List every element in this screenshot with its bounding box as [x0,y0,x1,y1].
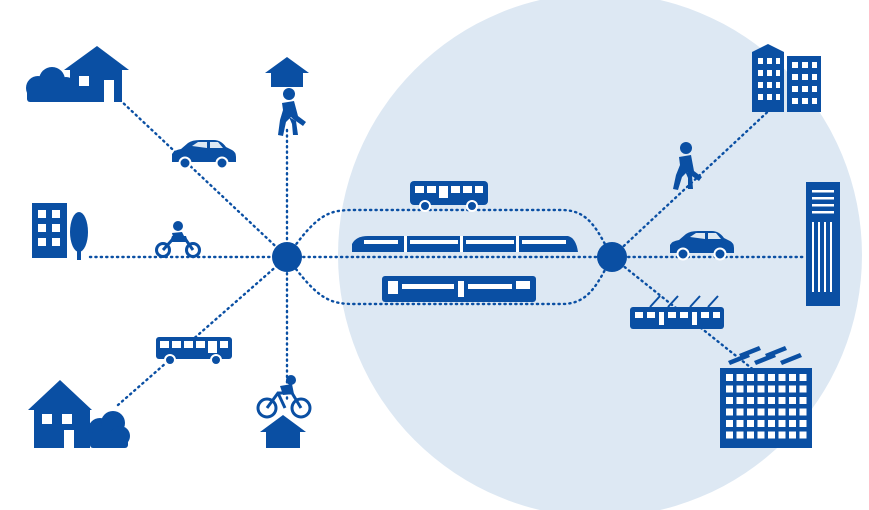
building-window [768,385,775,393]
building-window [768,431,775,439]
building-window [778,408,786,416]
trunk-tram-icon [382,276,536,302]
building-window [768,408,775,416]
building-window [757,385,765,393]
building-window [747,408,754,416]
building-window [778,420,786,427]
building-window [757,397,765,404]
link-left-topleft [118,98,289,259]
building-window [736,385,744,393]
building-window [768,420,775,427]
trunk-bus-icon [410,181,488,212]
pedestrian-right-icon [673,142,702,190]
building-window [757,431,765,439]
building-window [778,431,786,439]
regional-train-icon [352,236,578,252]
building-window [799,420,807,427]
building-window [726,431,733,439]
pedestrian-icon [278,88,306,136]
left-hub-node [272,242,302,272]
building-window [778,385,786,393]
building-window [747,397,754,404]
building-window [778,397,786,404]
building-window [799,431,807,439]
house-with-bush-bottom-icon [28,380,130,448]
building-window [736,420,744,427]
link-right-topright [610,103,777,259]
building-window [789,385,796,393]
office-building-with-tree-icon [32,203,88,260]
car-right-icon [670,231,734,261]
house-with-bush-icon [26,46,129,102]
house-small-bottom-icon [260,415,306,448]
building-window [747,420,754,427]
link-left-bottomleft [116,255,289,407]
building-window [789,374,796,381]
building-window [778,374,786,381]
building-window [799,385,807,393]
office-tower-pair-icon [752,44,821,112]
building-window [799,374,807,381]
building-window [789,431,796,439]
building-window [747,385,754,393]
building-window [789,397,796,404]
bicycle-icon [256,375,312,419]
building-window [799,397,807,404]
house-small-icon [265,57,309,87]
building-window [768,397,775,404]
building-window [736,397,744,404]
motorcycle-icon [155,221,201,258]
window-grid [726,374,807,439]
building-window [736,408,744,416]
bus-icon [156,337,232,366]
building-window [757,408,765,416]
tram-right-icon [630,295,724,329]
building-window [789,408,796,416]
building-window [726,397,733,404]
building-window [789,420,796,427]
solar-office-block-icon [720,346,812,448]
building-window [726,420,733,427]
building-window [726,408,733,416]
building-window [757,420,765,427]
link-right-bottomright [610,255,762,377]
building-window [757,374,765,381]
building-window [768,374,775,381]
car-icon [172,140,236,170]
building-window [799,408,807,416]
building-window [726,385,733,393]
building-window [747,374,754,381]
building-window [726,374,733,381]
tall-tower-icon [806,182,840,306]
right-hub-node [597,242,627,272]
building-window [736,431,744,439]
building-window [747,431,754,439]
building-window [736,374,744,381]
